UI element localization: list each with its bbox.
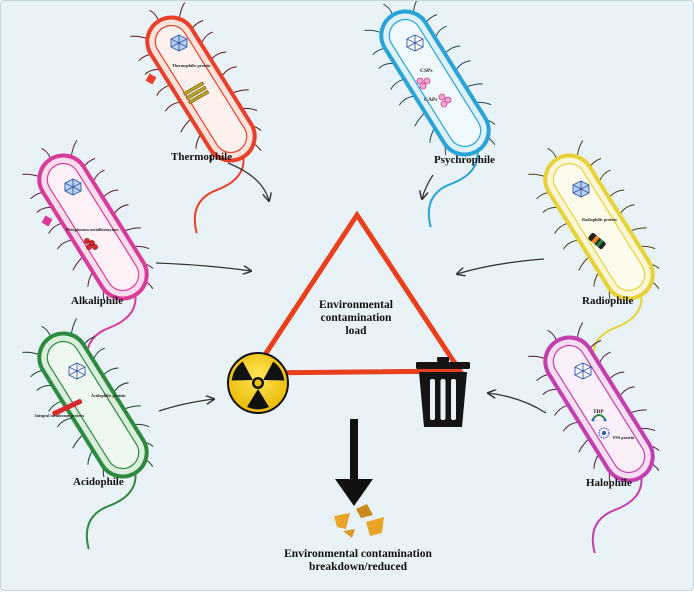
halophile-pss-icon [598,427,610,439]
alkaliphile-protein-label: Phosphorous metalloenzymes [66,227,119,232]
radiophile-protein-icon [588,232,606,250]
arrow-radiophile [457,258,545,274]
contamination-load-line3: load [345,325,367,337]
contamination-load-line2: contamination [320,312,392,324]
radiophile-label: Radiophile [582,295,634,307]
arrow-thermophile [227,162,269,201]
acidophile-dna-icon [68,362,86,380]
contamination-load-text: Environmental contamination load [301,299,411,338]
halophile-bacterium [528,322,660,554]
acidophile-label: Acidophile [73,476,124,488]
halophile-tbp-label: TBP [593,409,604,415]
arrow-psychrophile [422,174,434,199]
psychrophile-csps-icon [416,77,431,90]
arrow-acidophile [158,399,214,412]
radiophile-dna-icon [572,180,590,198]
thermophile-label: Thermophile [171,151,233,163]
halophile-tbp-icon [591,414,607,422]
psychrophile-dna-icon [406,34,424,52]
psychrophile-caps-icon [438,93,452,108]
outcome-line2: breakdown/reduced [309,561,407,573]
halophile-label: Halophile [586,477,632,489]
acidophile-membrane-label: Integral membrane protein [35,413,84,418]
outcome-text: Environmental contamination breakdown/re… [263,548,453,574]
fragments-icon [334,504,384,538]
psychrophile-csps-label: CSPs [420,68,433,74]
psychrophile-bacterium [364,1,496,228]
alkaliphile-membrane-protein [41,215,53,227]
acidophile-membrane-protein-icon [52,399,83,416]
radiophile-protein-label: Radiophilic protein [582,217,617,222]
thermophile-dna-icon [170,34,188,52]
radiation-icon [227,352,289,414]
psychrophile-caps-label: CAPs [424,97,437,103]
thermophile-protein-label: Thermophilic protein [172,63,211,68]
arrow-halophile [488,393,547,414]
halophile-pss-label: PSS protein [613,435,635,440]
thermophile-protein-icon [182,81,210,105]
alkaliphile-enzyme-icon [84,238,98,250]
acidophile-bacterium [22,318,154,550]
trash-bin-icon [416,357,470,427]
halophile-dna-icon [574,362,592,380]
psychrophile-label: Psychrophile [434,154,495,166]
outcome-line1: Environmental contamination [284,548,432,560]
alkaliphile-dna-icon [64,178,82,196]
thermophile-membrane-protein [145,73,157,85]
radiophile-bacterium [528,140,660,372]
acidophile-protein-label: Acidophilic protein [91,393,126,398]
down-arrow-icon [335,419,373,506]
contamination-load-line1: Environmental [319,299,393,311]
alkaliphile-label: Alkaliphile [71,295,123,307]
contamination-triangle [248,210,465,376]
arrow-alkaliphile [155,262,251,271]
